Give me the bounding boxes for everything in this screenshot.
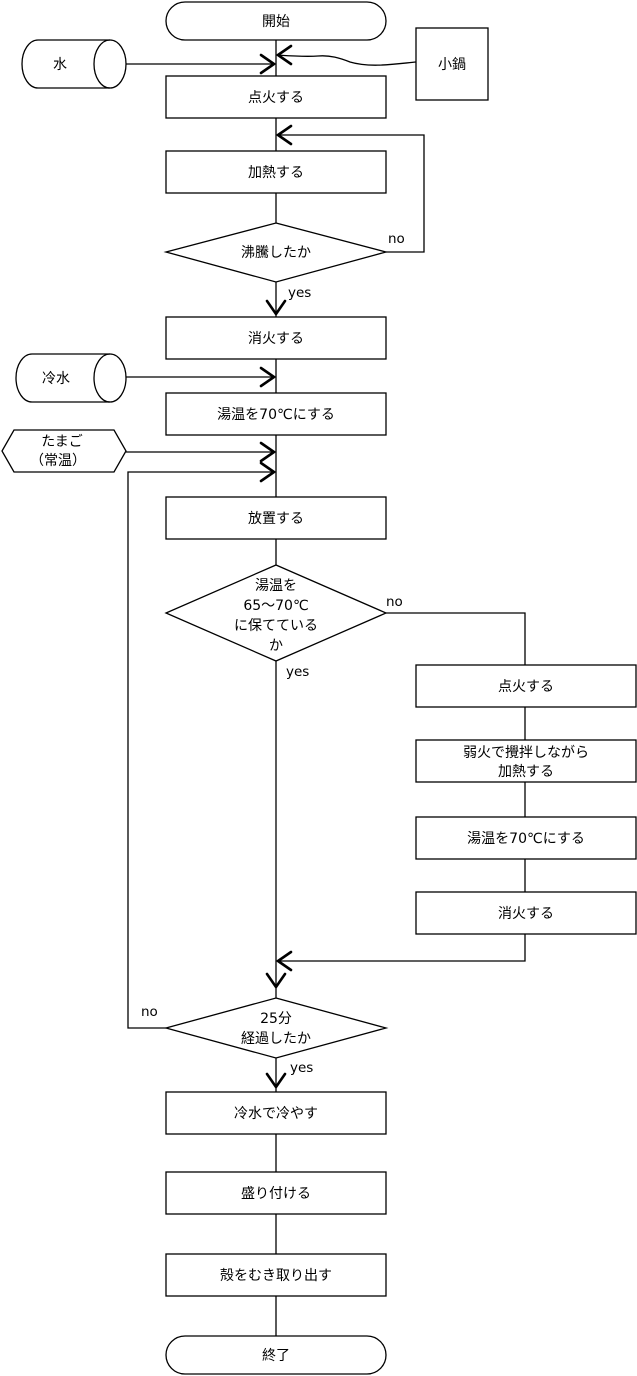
arrowhead-boil-yes — [265, 299, 287, 316]
start-terminator — [165, 1, 387, 41]
heat-label: 加熱する — [248, 165, 304, 181]
boil-check-label: 沸騰したか — [241, 244, 311, 261]
time-yes-label: yes — [290, 1060, 313, 1076]
stir-heat-process — [415, 739, 637, 783]
cool-process — [165, 1091, 387, 1135]
edge-temp-no-branch — [386, 612, 526, 665]
set-temp-process — [165, 392, 387, 436]
peel-process — [165, 1253, 387, 1297]
arrowhead-water — [259, 53, 276, 75]
extinguish-process — [165, 316, 387, 360]
edge-boil-no-loop — [276, 134, 425, 253]
eggs-input: たまご （常温） — [1, 429, 127, 473]
arrowheads — [259, 44, 293, 1089]
temp-check-decision — [164, 564, 388, 662]
connectors — [126, 40, 526, 1336]
temp-check-line4: か — [269, 638, 283, 654]
reignite-label: 点火する — [498, 679, 554, 695]
eggs-label-line1: たまご — [41, 434, 83, 450]
small-pot-input — [415, 27, 489, 101]
reset-temp-process — [415, 816, 637, 860]
cold-water-input: 冷水 — [15, 353, 127, 403]
temp-no-label: no — [386, 594, 403, 610]
leave-label: 放置する — [248, 511, 304, 527]
arrowhead-time-no — [259, 461, 276, 483]
serve-label: 盛り付ける — [241, 1186, 311, 1202]
edge-pot-in — [275, 54, 417, 66]
reextinguish-label: 消火する — [498, 906, 554, 922]
water-label: 水 — [53, 57, 67, 73]
arrowhead-eggs — [259, 441, 276, 463]
temp-check-line1: 湯温を — [255, 577, 297, 594]
ignite-label: 点火する — [248, 90, 304, 106]
set-temp-label: 湯温を70℃にする — [217, 406, 335, 423]
extinguish-label: 消火する — [248, 331, 304, 347]
time-check-line2: 経過したか — [241, 1031, 311, 1047]
reignite-process — [415, 664, 637, 708]
peel-label: 殻をむき取り出す — [220, 1268, 332, 1284]
time-check-line1: 25分 — [260, 1011, 292, 1027]
boil-yes-label: yes — [288, 285, 311, 301]
boil-check-decision — [163, 222, 389, 283]
water-input: 水 — [21, 39, 127, 89]
arrowhead-temp-yes — [265, 972, 287, 989]
heat-process — [165, 150, 387, 194]
end-label: 終了 — [262, 1348, 290, 1364]
reextinguish-process — [415, 891, 637, 935]
arrowhead-pot — [276, 44, 293, 66]
arrowhead-boil-no — [276, 124, 293, 146]
cold-water-label: 冷水 — [42, 371, 70, 387]
arrowhead-branch-return — [276, 950, 293, 972]
leave-process — [165, 496, 387, 540]
ignite-process — [165, 75, 387, 119]
small-pot-label: 小鍋 — [438, 57, 466, 73]
serve-process — [165, 1171, 387, 1215]
cool-label: 冷水で冷やす — [234, 1106, 318, 1122]
stir-heat-line1: 弱火で攪拌しながら — [463, 745, 589, 761]
temp-yes-label: yes — [286, 664, 309, 680]
edge-branch-return — [276, 934, 526, 962]
boil-no-label: no — [388, 231, 405, 247]
time-no-label: no — [141, 1004, 158, 1020]
eggs-label-line2: （常温） — [30, 453, 86, 469]
reset-temp-label: 湯温を70℃にする — [467, 830, 585, 847]
edge-time-no-loop — [127, 471, 276, 1029]
temp-check-line2: 65～70℃ — [243, 598, 308, 614]
arrowhead-time-yes — [265, 1072, 287, 1089]
arrowhead-coldwater — [259, 366, 276, 388]
temp-check-line3: に保てている — [234, 618, 318, 634]
start-label: 開始 — [262, 14, 290, 30]
stir-heat-line2: 加熱する — [498, 764, 554, 780]
end-terminator — [165, 1335, 387, 1375]
time-check-decision — [163, 997, 389, 1059]
